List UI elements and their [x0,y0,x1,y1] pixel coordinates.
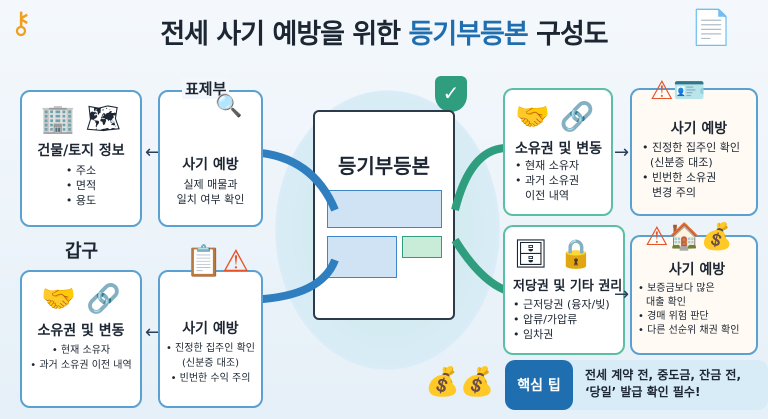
list-item: • 빈번한 수익 주의 [170,373,251,384]
list-item: (신분증 대조) [650,156,713,169]
handshake-icon: 🤝 [515,99,550,133]
arrow-right-icon: → [614,284,630,305]
key-icon: ⚷ [10,6,32,41]
list-item: • 다른 선순위 채권 확인 [638,325,740,336]
handshake-icon: 🤝 [41,281,76,315]
list-item: • 용도 [65,194,97,207]
building-icon: 🏢 [40,101,76,135]
list-item: • 진정한 집주인 확인 [165,343,256,354]
list-item: • 보증금보다 많은 [638,283,715,294]
map-pin-icon: 🗺 [85,101,122,135]
list-item: • 현재 소유자 [51,345,111,356]
magnifier-icon: 🔍 [215,94,243,119]
box-title: 저당권 및 기타 권리 [513,279,623,294]
list-item: • 현재 소유자 [515,159,580,172]
money-bags-icon: 💰💰 [425,365,495,398]
list-item: 이전 내역 [525,189,569,202]
list-item: • 주소 [65,164,97,177]
list-item: • 진정한 집주인 확인 [642,141,740,154]
pyojebu-label: 표제부 [182,78,230,99]
tip-line: ‘당일’ 발급 확인 필수! [585,385,701,399]
list-item: • 빈번한 소유권 [642,171,717,184]
mortgage-box: 🗄 🔒 저당권 및 기타 권리 • 근저당권 (융자/빚) • 압류/가압류 • 임차… [503,225,625,355]
list-item: 변경 주의 [652,186,696,199]
coins-lock-icon: 🔒 [558,236,594,270]
gapgu-label: 갑구 [65,241,99,262]
tip-line: 전세 계약 전, 중도금, 잔금 전, [585,368,742,382]
list-item: • 면적 [65,179,97,192]
chain-icon: 🔗 [86,281,121,315]
box-title: 건물/토지 정보 [37,143,125,159]
safe-icon: 🗄 [513,236,549,270]
list-item: • 압류/가압류 [513,313,578,326]
list-item: (신분증 대조) [182,358,239,369]
page-title: 전세 사기 예방을 위한 등기부등본 구성도 [160,19,608,50]
warning-id-card-icon: ⚠🪪 [650,76,706,106]
key-tip-badge: 핵심 팁 [505,360,573,410]
arrow-to-right-owner [451,144,506,211]
list-item: 일치 여부 확인 [176,193,245,206]
building-info-box: 🏢 🗺 건물/토지 정보 • 주소 • 면적 • 용도 [20,90,142,227]
box-title: 사기 예방 [182,157,239,173]
list-item: • 과거 소유권 [515,174,580,187]
list-item: • 근저당권 (융자/빚) [513,298,610,311]
gapgu-fraud-box: 사기 예방 • 진정한 집주인 확인 (신분증 대조) • 빈번한 수익 주의 [158,270,263,408]
list-item: 대출 확인 [646,297,686,308]
document-check-icon: 📄 [690,8,733,48]
arrow-right-icon: → [614,142,630,163]
chain-icon: 🔗 [559,99,595,133]
arrow-left-icon: ← [145,142,161,163]
flow-arrows [240,144,507,304]
box-title: 사기 예방 [182,321,239,337]
box-title: 소유권 및 변동 [37,323,125,339]
profile-warning-icon: 📋⚠ [185,244,250,279]
shield-check-icon: ✓ [435,76,467,112]
center-label: 등기부등본 [338,154,430,178]
box-title: 사기 예방 [670,121,728,137]
list-item: • 과거 소유권 이전 내역 [30,360,132,371]
key-tip-banner: 핵심 팁 전세 계약 전, 중도금, 잔금 전, ‘당일’ 발급 확인 필수! [505,360,768,410]
list-item: 실제 매물과 [183,178,238,191]
gapgu-owner-box: 🤝 🔗 소유권 및 변동 • 현재 소유자 • 과거 소유권 이전 내역 [20,270,142,408]
list-item: • 임차권 [513,328,554,341]
warning-house-money-icon: ⚠🏠💰 [645,222,734,252]
registry-document: 등기부등본 [313,110,455,320]
box-title: 소유권 및 변동 [515,141,603,157]
arrow-to-mortgage [451,237,507,294]
box-title: 사기 예방 [668,262,726,278]
arrow-left-icon: ← [145,322,161,343]
list-item: • 경매 위험 판단 [638,311,709,322]
